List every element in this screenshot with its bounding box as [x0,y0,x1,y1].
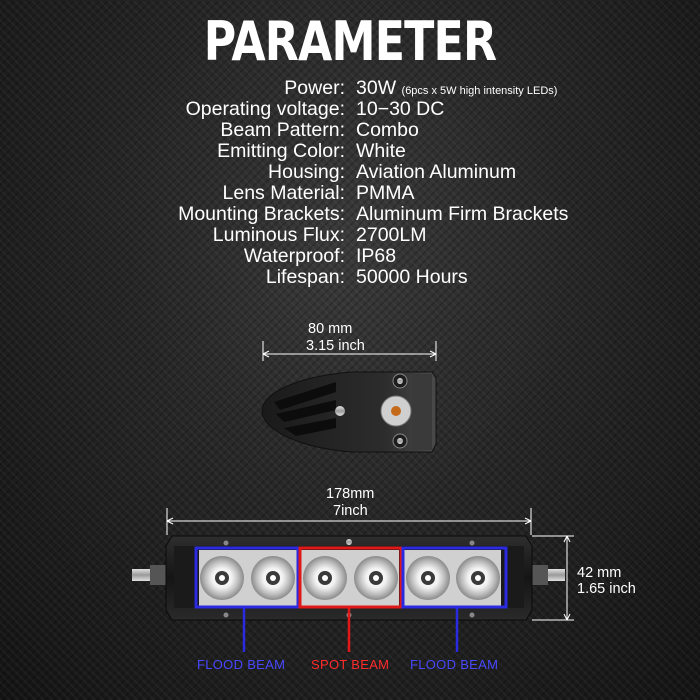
flood-beam-box-right [401,546,508,609]
param-label: Waterproof: [243,245,345,267]
height-mm-label: 42 mm [577,565,622,581]
param-row-lens: Lens Material: PMMA [0,183,700,204]
param-note: (6pcs x 5W high intensity LEDs) [401,85,558,97]
led-reflectors [199,550,501,606]
page-title: PARAMETER [203,10,497,73]
spot-beam-label: SPOT BEAM [311,657,390,672]
flood-beam-box-left [194,546,300,609]
param-value: 30W (6pcs x 5W high intensity LEDs) [356,77,558,99]
param-label: Operating voltage: [185,98,345,120]
param-row-power: Power: 30W (6pcs x 5W high intensity LED… [0,78,700,99]
param-row-flux: Luminous Flux: 2700LM [0,225,700,246]
param-label: Lens Material: [222,182,345,204]
param-label: Housing: [268,161,345,183]
param-label: Luminous Flux: [212,224,345,246]
param-row-housing: Housing: Aviation Aluminum [0,162,700,183]
length-dimension-line [166,508,532,535]
spot-beam-box [298,546,403,609]
depth-inch-label: 3.15 inch [306,338,365,354]
depth-mm-label: 80 mm [308,321,353,337]
height-dimension-line [532,535,574,621]
param-row-beam-pattern: Beam Pattern: Combo [0,120,700,141]
flood-beam-label-left: FLOOD BEAM [197,657,286,672]
flood-beam-label-right: FLOOD BEAM [410,657,499,672]
param-value: White [356,140,406,162]
param-label: Mounting Brackets: [178,203,345,225]
param-value: 50000 Hours [356,266,468,288]
mounting-bolts [132,565,565,585]
param-row-color: Emitting Color: White [0,141,700,162]
side-profile-housing [261,371,437,453]
param-value: Combo [356,119,419,141]
depth-dimension-line [262,341,437,361]
length-mm-label: 178mm [326,486,375,502]
param-value: Aviation Aluminum [356,161,517,183]
param-label: Lifespan: [265,266,345,288]
param-label: Power: [284,77,345,99]
param-row-voltage: Operating voltage: 10−30 DC [0,99,700,120]
param-value: 10−30 DC [356,98,445,120]
param-value: 2700LM [356,224,427,246]
param-row-lifespan: Lifespan: 50000 Hours [0,267,700,288]
height-inch-label: 1.65 inch [577,581,636,597]
param-value: Aluminum Firm Brackets [356,203,569,225]
param-label: Emitting Color: [217,140,345,162]
param-value: IP68 [356,245,397,267]
param-row-brackets: Mounting Brackets: Aluminum Firm Bracket… [0,204,700,225]
parameter-list: Power: 30W (6pcs x 5W high intensity LED… [0,78,700,288]
param-row-waterproof: Waterproof: IP68 [0,246,700,267]
length-inch-label: 7inch [333,503,368,519]
led-lights [200,556,500,600]
param-value: PMMA [356,182,415,204]
param-label: Beam Pattern: [220,119,345,141]
